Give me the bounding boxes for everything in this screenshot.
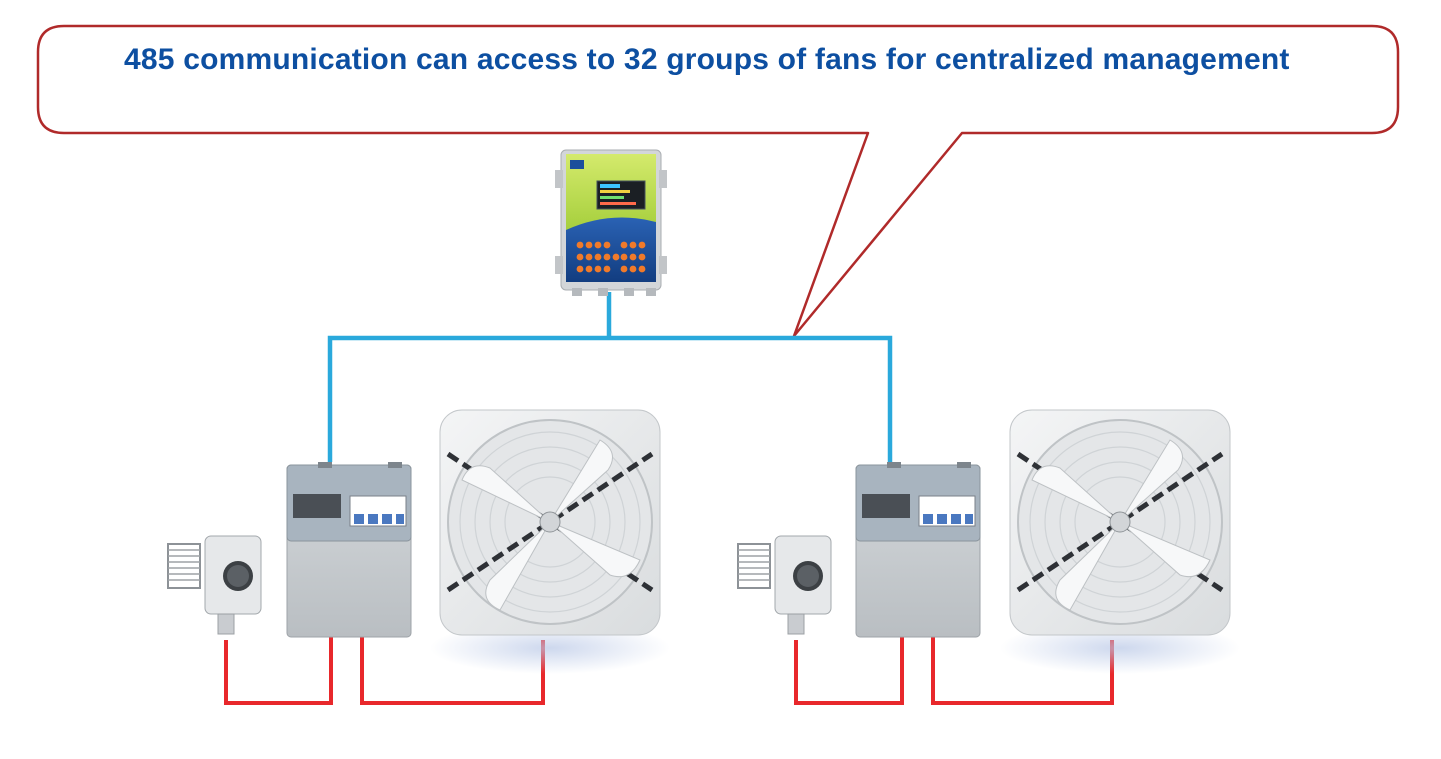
- callout-bubble: [36, 24, 1400, 338]
- fan-group-1: [167, 409, 670, 674]
- fan-control-box-1: [286, 462, 412, 638]
- exhaust-fan-1: [430, 409, 670, 674]
- thermostat-2: [737, 535, 832, 635]
- fan-control-box-2: [855, 462, 981, 638]
- callout-text: 485 communication can access to 32 group…: [124, 43, 1290, 76]
- fan-group-2: [737, 409, 1240, 674]
- rs485-bus: [327, 292, 893, 462]
- exhaust-fan-2: [1000, 409, 1240, 674]
- thermostat-1: [167, 535, 262, 635]
- main-controller: [555, 149, 667, 296]
- controller-buttons: [576, 241, 646, 273]
